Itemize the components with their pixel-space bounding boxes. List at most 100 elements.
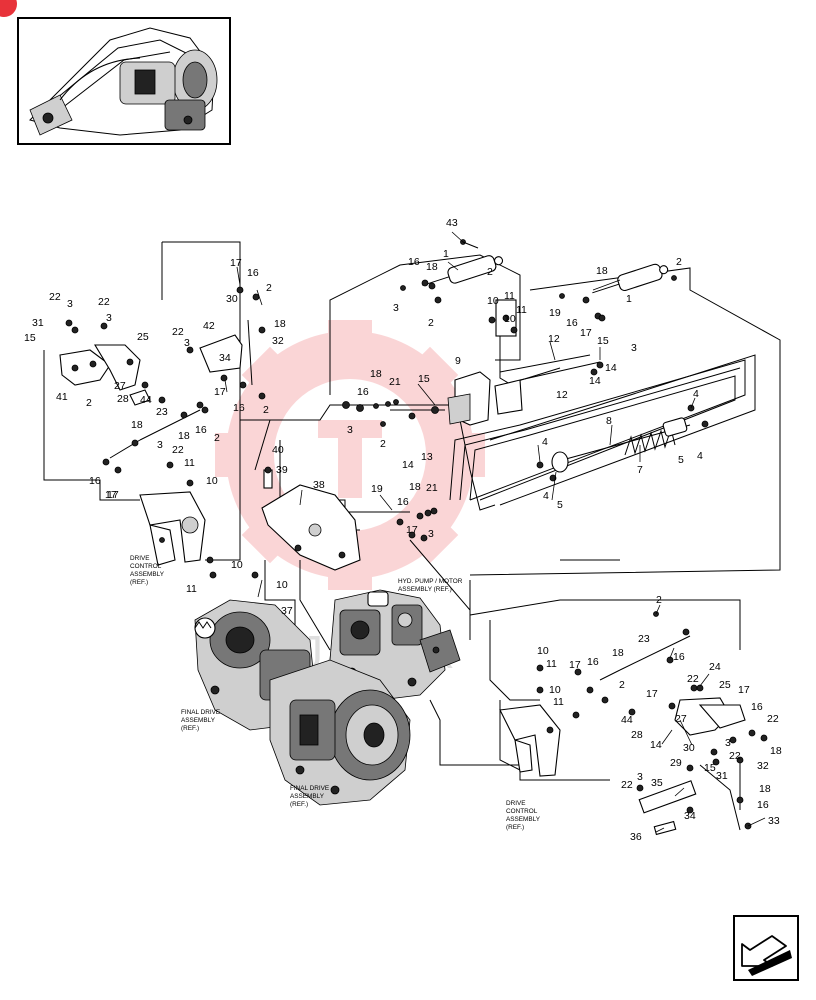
callout: 38 [313, 479, 325, 491]
callout: 4 [697, 450, 703, 462]
callout: 27 [675, 713, 687, 725]
final-drive-b-label: FINAL DRIVE [290, 785, 329, 792]
callout: 17 [580, 327, 592, 339]
callout: 10 [504, 313, 516, 325]
spring-assembly [536, 404, 709, 482]
callout: 3 [428, 528, 434, 540]
final-drive-b-label: ASSEMBLY [290, 793, 325, 800]
callout: 10 [487, 295, 499, 307]
callout: 16 [195, 424, 207, 436]
callout: 22 [49, 291, 61, 303]
callout: 3 [67, 298, 73, 310]
callout: 11 [553, 696, 564, 708]
callout: 5 [678, 454, 684, 466]
hyd-pump-label: HYD. PUMP / MOTOR [398, 578, 463, 585]
callout: 13 [421, 451, 433, 463]
drive-control-right-label: ASSEMBLY [506, 816, 541, 823]
callout: 21 [389, 376, 401, 388]
callout: 3 [393, 302, 399, 314]
final-drive-a-label: FINAL DRIVE [181, 709, 220, 716]
drive-control-left [139, 491, 206, 563]
return-arrow-icon[interactable] [733, 915, 799, 981]
cylinder-right [592, 263, 669, 294]
callout: 43 [446, 217, 458, 229]
callout: 30 [683, 742, 695, 754]
callout: 18 [426, 261, 438, 273]
machine-overview-thumbnail[interactable] [17, 17, 231, 145]
callout: 1 [443, 248, 449, 260]
bracket-42 [199, 334, 243, 373]
callout: 14 [402, 459, 414, 471]
callout: 12 [556, 389, 568, 401]
callout: 42 [203, 320, 215, 332]
callout-numbers: 43 1 16 18 2 3 2 18 2 1 19 16 17 3 10 11… [24, 217, 782, 843]
callout: 37 [281, 605, 293, 617]
callout: 2 [676, 256, 682, 268]
callout: 27 [114, 380, 126, 392]
callout: 18 [370, 368, 382, 380]
callout: 2 [428, 317, 434, 329]
drive-control-right-label: (REF.) [506, 824, 524, 831]
callout: 2 [619, 679, 625, 691]
callout: 10 [276, 579, 288, 591]
drive-control-left-label: (REF.) [130, 579, 148, 586]
callout: 16 [89, 475, 101, 487]
callout: 23 [156, 406, 168, 418]
drive-control-left-label: ASSEMBLY [130, 571, 165, 578]
callout: 35 [651, 777, 663, 789]
callout: 11 [504, 290, 515, 302]
callout: 3 [725, 737, 731, 749]
callout: 17 [105, 489, 117, 501]
callout: 5 [557, 499, 563, 511]
callout: 17 [569, 659, 581, 671]
callout: 9 [455, 355, 461, 367]
callout: 22 [172, 444, 184, 456]
leader-lines [224, 231, 766, 833]
callout: 3 [637, 771, 643, 783]
callout: 3 [184, 337, 190, 349]
drive-control-left-label: CONTROL [130, 563, 162, 570]
callout: 31 [32, 317, 44, 329]
callout: 21 [426, 482, 438, 494]
corner-marker [0, 0, 17, 17]
callout: 39 [276, 464, 288, 476]
callout: 17 [107, 489, 119, 501]
hyd-pump-label: ASSEMBLY (REF.) [398, 586, 452, 593]
callout: 36 [630, 831, 642, 843]
callout: 41 [56, 391, 68, 403]
parts [59, 239, 768, 836]
callout: 4 [543, 490, 549, 502]
final-drive-a-label: ASSEMBLY [181, 717, 216, 724]
callout: 34 [219, 352, 231, 364]
callout: 29 [670, 757, 682, 769]
callout: 16 [408, 256, 420, 268]
callout: 33 [768, 815, 780, 827]
callout: 34 [684, 810, 696, 822]
callout: 22 [767, 713, 779, 725]
callout: 19 [371, 483, 383, 495]
callout: 10 [206, 475, 218, 487]
callout: 18 [131, 419, 143, 431]
callout: 18 [409, 481, 421, 493]
callout: 2 [263, 404, 269, 416]
callout: 22 [729, 750, 741, 762]
callout: 30 [226, 293, 238, 305]
final-drive-a-label: (REF.) [181, 725, 199, 732]
drive-control-right-label: CONTROL [506, 808, 538, 815]
callout: 2 [214, 432, 220, 444]
callout: 40 [272, 444, 284, 456]
callout: 14 [650, 739, 662, 751]
callout: 14 [589, 375, 601, 387]
callout: 16 [233, 402, 245, 414]
drive-control-right [499, 704, 561, 777]
callout: 28 [117, 393, 129, 405]
callout: 2 [266, 282, 272, 294]
callout: 17 [214, 386, 226, 398]
callout: 18 [612, 647, 624, 659]
callout: 15 [418, 373, 430, 385]
reference-labels: DRIVE CONTROL ASSEMBLY (REF.) HYD. PUMP … [130, 555, 541, 831]
callout: 16 [673, 651, 685, 663]
callout: 7 [637, 464, 643, 476]
callout: 11 [184, 457, 195, 469]
